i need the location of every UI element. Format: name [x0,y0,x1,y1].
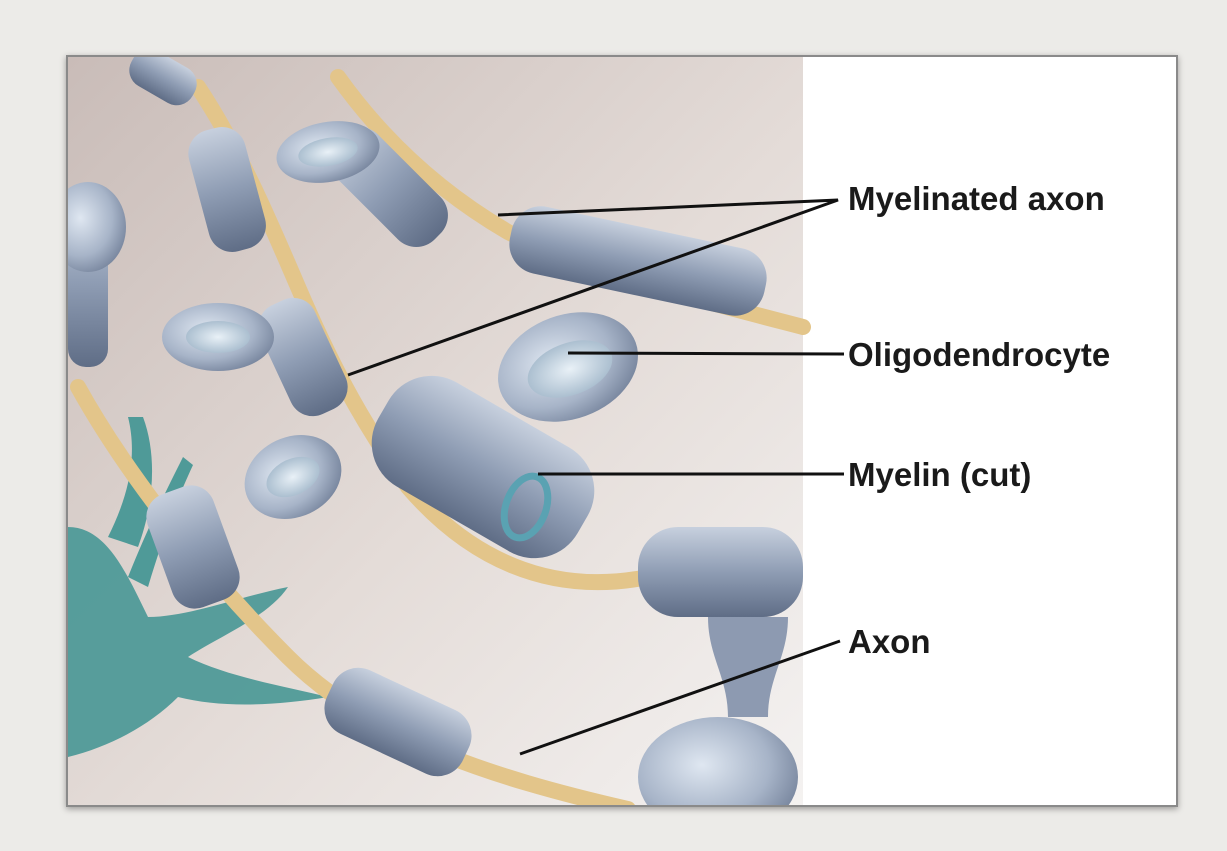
label-axon: Axon [848,625,931,658]
myelin-illustration [68,57,1178,807]
label-oligodendrocyte: Oligodendrocyte [848,338,1110,371]
label-myelinated-axon: Myelinated axon [848,182,1105,215]
diagram-frame: Myelinated axon Oligodendrocyte Myelin (… [66,55,1178,807]
leader-line-oligodendrocyte [568,353,844,354]
label-myelin-cut: Myelin (cut) [848,458,1031,491]
